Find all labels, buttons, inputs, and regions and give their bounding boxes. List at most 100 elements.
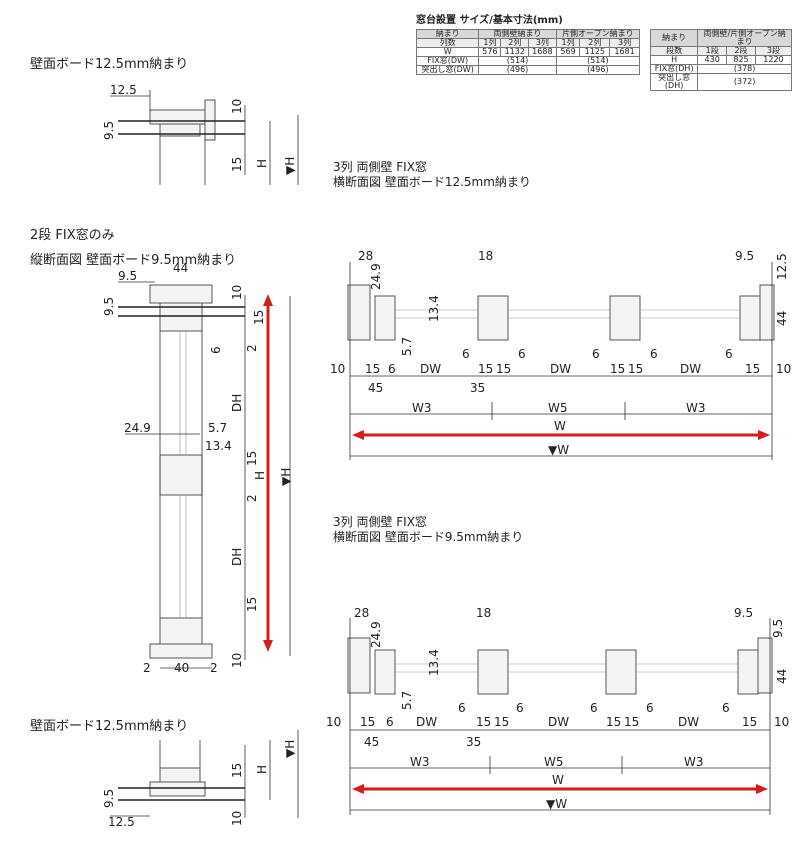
dim-label: H (255, 765, 269, 774)
spec-title: 窓台設置 サイズ/基本寸法(mm) (416, 15, 563, 26)
dim-label: 9.5 (734, 606, 753, 620)
dim-label: 13.4 (205, 439, 232, 453)
dim-label: 6 (725, 347, 733, 361)
caption-line: 3列 両側壁 FIX窓 (333, 160, 427, 174)
frame-mullion (477, 649, 509, 695)
dim-label: DW (416, 715, 437, 729)
dim-label: 2 (143, 661, 151, 675)
dim-label: 6 (388, 362, 396, 376)
dim-label: DH (230, 548, 244, 566)
dim-label: 10 (326, 715, 341, 729)
dim-label: 6 (592, 347, 600, 361)
dim-label: 35 (466, 735, 481, 749)
dim-label: 12.5 (110, 83, 137, 97)
table-cell: 突出し窓(DH) (649, 73, 699, 91)
dim-label: W3 (410, 755, 430, 769)
dim-label: W3 (684, 755, 704, 769)
dim-label: 5.7 (400, 337, 414, 356)
frame-bead (159, 123, 201, 137)
dim-label: 15 (230, 763, 244, 778)
dim-label: 44 (775, 311, 789, 326)
dim-label: ▼W (548, 443, 569, 457)
frame-jamb-right (737, 649, 759, 695)
caption-vertical-95: 縦断面図 壁面ボード9.5mm納まり (30, 253, 237, 268)
plan-section-95: 28 18 9.5 24.9 13.4 5.7 9.5 44 10 15 6 D… (326, 606, 789, 815)
dim-label: 10 (230, 99, 244, 114)
frame-side-left (347, 637, 371, 694)
dim-label: 10 (230, 285, 244, 300)
dim-label: ▼H (283, 157, 297, 175)
frame-mullion (605, 649, 637, 695)
plan-section-125: 28 18 9.5 24.9 13.4 5.7 12.5 44 10 15 6 … (330, 249, 791, 460)
dim-label: ▼W (546, 797, 567, 811)
frame-jamb (204, 99, 216, 141)
dim-label: W5 (544, 755, 564, 769)
dim-label: DH (230, 394, 244, 412)
frame-sill (159, 617, 203, 645)
dim-label: 15 (624, 715, 639, 729)
dim-label: 45 (368, 381, 383, 395)
dim-label: 24.9 (369, 263, 383, 290)
dim-label: 15 (496, 362, 511, 376)
frame-side-right (759, 284, 775, 341)
dim-label: 15 (610, 362, 625, 376)
dim-label: 5.7 (400, 691, 414, 710)
red-arrow-head (263, 294, 273, 306)
red-arrow-head (352, 430, 364, 440)
dim-label: 15 (365, 362, 380, 376)
section-bottom-125: ▼H 15 H 9.5 10 12.5 (102, 730, 299, 829)
dim-label: W (554, 419, 566, 433)
dim-label: 9.5 (118, 269, 137, 283)
dim-label: 6 (386, 715, 394, 729)
frame-head (149, 109, 206, 125)
dim-label: 10 (774, 715, 789, 729)
spec-table-height: 納まり 両側壁/片側オープン納まり 段数 1段 2段 3段 H 430 825 … (649, 29, 793, 91)
dim-label: 15 (606, 715, 621, 729)
dim-label: W3 (412, 401, 432, 415)
dim-label: 12.5 (775, 253, 789, 280)
spec-table-width: 納まり 両側壁納まり 片側オープン納まり 列数 1列 2列 3列 1列 2列 3… (415, 29, 641, 75)
dim-label: 9.5 (102, 789, 116, 808)
dim-label: 6 (646, 701, 654, 715)
dim-label: 45 (364, 735, 379, 749)
dim-label: 9.5 (771, 619, 785, 638)
dim-label: 13.4 (427, 295, 441, 322)
caption-board-125-top: 壁面ボード12.5mm納まり (30, 57, 189, 72)
section-top-125: 12.5 9.5 10 15 H ▼H (102, 83, 299, 185)
dim-label: 2 (245, 494, 259, 502)
dim-label: H (255, 159, 269, 168)
dim-label: 12.5 (108, 815, 135, 829)
dim-label: 24.9 (369, 621, 383, 648)
dim-label: 10 (230, 811, 244, 826)
dim-label: DW (420, 362, 441, 376)
frame-side-left (347, 284, 371, 341)
dim-label: 24.9 (124, 421, 151, 435)
dim-label: 6 (462, 347, 470, 361)
dim-label: ▼H (283, 740, 297, 758)
frame-jamb-right (739, 295, 761, 341)
dim-label: 15 (742, 715, 757, 729)
dim-label: W5 (548, 401, 568, 415)
dim-label: 15 (745, 362, 760, 376)
dim-label: 15 (252, 310, 266, 325)
dim-label: 9.5 (102, 297, 116, 316)
dim-label: 6 (518, 347, 526, 361)
red-arrow-head (758, 430, 770, 440)
dim-label: 6 (516, 701, 524, 715)
caption-plan-125: 3列 両側壁 FIX窓 横断面図 壁面ボード12.5mm納まり (333, 160, 531, 190)
frame-mullion (609, 295, 641, 341)
section-vertical-2dan: 9.5 44 9.5 10 15 6 2 DH 24.9 5.7 13.4 15… (102, 261, 293, 675)
dim-label: 6 (458, 701, 466, 715)
dim-label: 10 (776, 362, 791, 376)
dim-label: DW (678, 715, 699, 729)
dim-label: 15 (245, 451, 259, 466)
frame-head (149, 284, 213, 304)
dim-label: 40 (174, 661, 189, 675)
frame-jamb-left (374, 649, 396, 695)
dim-label: 15 (245, 597, 259, 612)
dim-label: W3 (686, 401, 706, 415)
dim-label: 6 (590, 701, 598, 715)
caption-plan-95: 3列 両側壁 FIX窓 横断面図 壁面ボード9.5mm納まり (333, 515, 523, 545)
red-arrow-head (756, 784, 768, 794)
dim-label: 2 (245, 344, 259, 352)
